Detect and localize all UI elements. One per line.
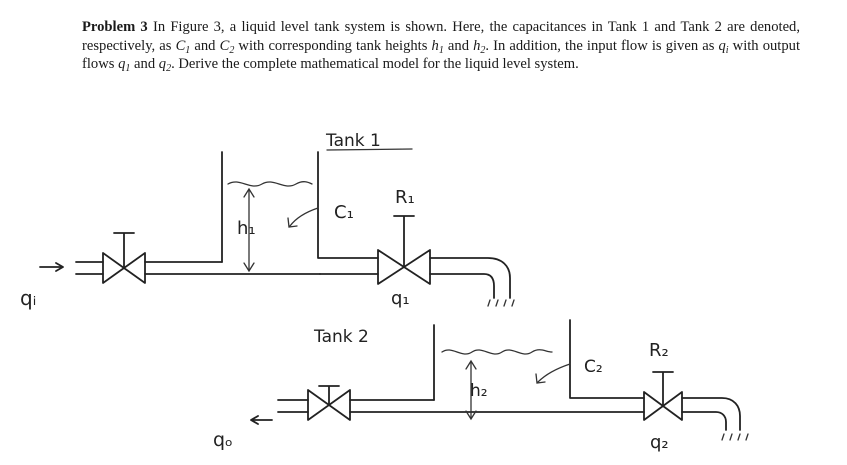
r2-valve xyxy=(643,371,683,421)
text-part: In Figure 3, a liquid level tank system … xyxy=(82,19,800,54)
symbol-qi: qi xyxy=(718,37,729,56)
q2-label: q₂ xyxy=(650,432,669,453)
h2-label: h₂ xyxy=(470,381,488,401)
symbol-c1: C1 xyxy=(175,37,191,56)
outlet-pipe-1 xyxy=(429,257,515,307)
r2-label: R₂ xyxy=(649,340,669,361)
problem-statement: Problem 3 In Figure 3, a liquid level ta… xyxy=(82,18,800,74)
symbol-h1: h1 xyxy=(431,37,444,56)
text-part: . Derive the complete mathematical model… xyxy=(171,56,579,72)
tank-2-water-surface xyxy=(441,349,553,355)
r1-valve xyxy=(377,215,431,285)
outlet-pipe-2 xyxy=(681,397,749,441)
input-valve xyxy=(102,232,146,284)
h1-dimension-arrow xyxy=(243,187,255,273)
text-part: with output flows xyxy=(82,37,801,73)
output-valve xyxy=(307,385,351,421)
symbol-q2: q2 xyxy=(158,56,172,74)
output-pipe xyxy=(277,399,309,413)
tank-1-label: Tank 1 xyxy=(325,131,381,151)
tank-2 xyxy=(349,319,645,413)
h1-label: h₁ xyxy=(237,218,256,239)
tank-1 xyxy=(221,151,379,275)
tank-1-water-surface xyxy=(227,181,313,187)
qo-label: qₒ xyxy=(213,429,233,451)
c1-pointer-arrow xyxy=(287,207,319,228)
input-pipe xyxy=(75,261,321,275)
text-part: with corresponding tank heights xyxy=(234,37,432,54)
symbol-c2: C2 xyxy=(219,37,235,56)
text-part: . In addition, the input flow is given a… xyxy=(485,37,719,54)
tank-1-label-underline xyxy=(326,148,413,151)
text-part: and xyxy=(190,37,220,54)
r1-label: R₁ xyxy=(395,187,415,208)
tank-2-label: Tank 2 xyxy=(313,327,369,347)
output-flow-arrow xyxy=(250,415,273,425)
qi-label: qᵢ xyxy=(20,286,36,310)
symbol-q1: q1 xyxy=(118,56,131,74)
symbol-h2: h2 xyxy=(473,37,486,56)
c2-pointer-arrow xyxy=(535,363,571,384)
c1-label: C₁ xyxy=(334,202,354,223)
q1-label: q₁ xyxy=(391,288,410,309)
h2-dimension-arrow xyxy=(465,359,477,421)
text-part: and xyxy=(130,56,159,72)
problem-label: Problem 3 xyxy=(82,19,148,35)
input-flow-arrow xyxy=(39,262,64,272)
text-part: and xyxy=(443,37,474,54)
c2-label: C₂ xyxy=(584,357,603,377)
